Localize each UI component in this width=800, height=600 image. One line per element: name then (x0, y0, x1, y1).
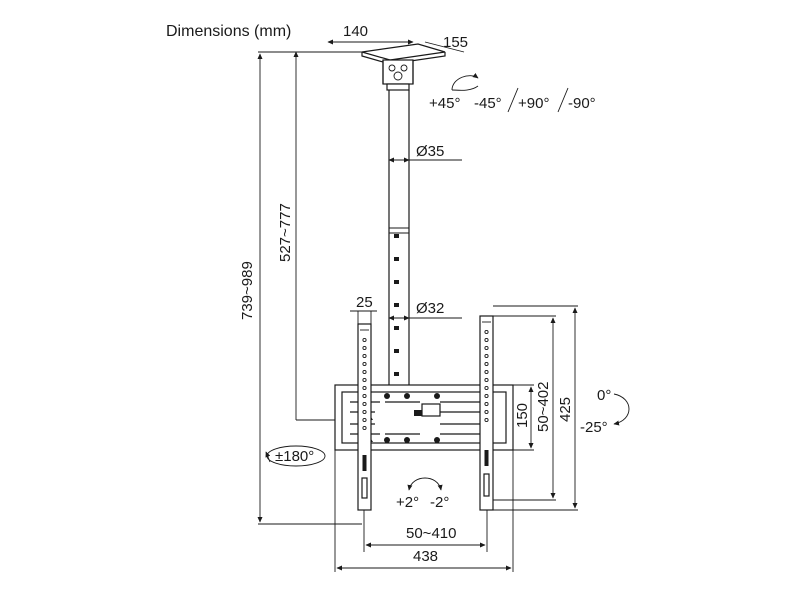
label-minus45: -45° (474, 95, 502, 112)
label-50-410: 50~410 (406, 525, 456, 542)
left-vertical-arm (357, 323, 372, 511)
label-d35: Ø35 (416, 143, 444, 160)
rotation-180-symbol: ±180° (265, 445, 326, 467)
label-plus45: +45° (429, 95, 460, 112)
drawing-title: Dimensions (mm) (166, 23, 291, 40)
label-150: 150 (514, 403, 531, 428)
dimension-vesa-horizontal: 50~410 (363, 510, 488, 552)
label-50-402: 50~402 (535, 382, 552, 432)
label-438: 438 (413, 548, 438, 565)
label-739-989: 739~989 (239, 261, 256, 320)
swivel-rotation-symbol: +45° -45° +90° -90° (429, 72, 596, 113)
ceiling-bracket (361, 43, 446, 91)
label-plus2: +2° (396, 494, 419, 511)
label-pm180: ±180° (275, 448, 314, 465)
dimension-overall-vertical: 425 (493, 305, 578, 511)
dimension-plate-height: 150 (513, 384, 534, 451)
dimension-arm-width: 25 (350, 294, 377, 324)
label-25: 25 (356, 294, 373, 311)
label-plus90: +90° (518, 95, 549, 112)
label-minus2: -2° (430, 494, 449, 511)
right-vertical-arm (479, 315, 494, 511)
label-tilt-25: -25° (580, 419, 608, 436)
dimension-tube-upper: Ø35 (388, 143, 462, 163)
label-155: 155 (443, 34, 468, 51)
dimension-vesa-vertical: 50~402 (493, 315, 556, 501)
label-tilt-0: 0° (597, 387, 611, 404)
label-d32: Ø32 (416, 300, 444, 317)
level-adjust-symbol: +2° -2° (396, 477, 449, 511)
dimension-total-height: 739~989 (239, 51, 362, 525)
label-140: 140 (343, 23, 368, 40)
dimension-pole-height: 527~777 (277, 51, 340, 421)
dimension-bracket-depth: 155 (424, 34, 468, 53)
dimension-bracket-width: 140 (327, 23, 414, 45)
dimension-overall-horizontal: 438 (334, 450, 514, 572)
label-minus90: -90° (568, 95, 596, 112)
tilt-symbol: 0° -25° (580, 387, 630, 436)
label-425: 425 (557, 397, 574, 422)
dimension-tube-lower: Ø32 (388, 300, 462, 321)
telescopic-pole (388, 90, 410, 390)
label-527-777: 527~777 (277, 203, 294, 262)
